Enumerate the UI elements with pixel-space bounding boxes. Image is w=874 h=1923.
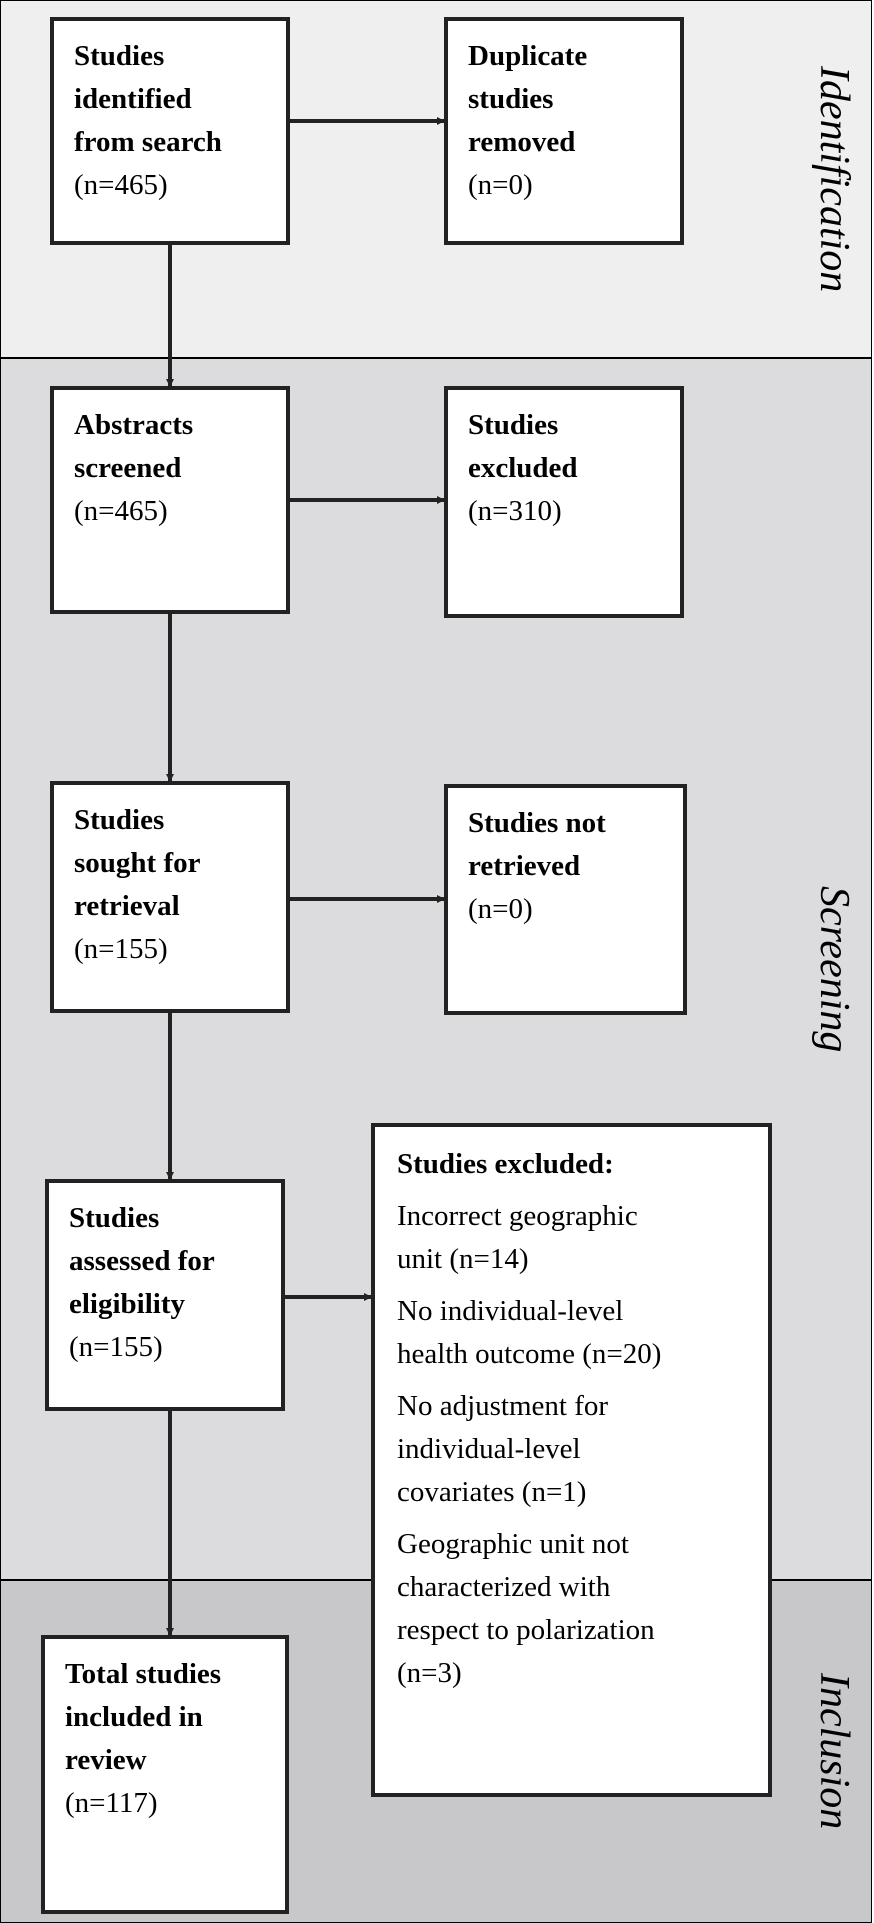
box-title-line: studies — [468, 83, 554, 115]
exclusion-line: covariates (n=1) — [397, 1476, 587, 1508]
exclusion-line: individual-level — [397, 1433, 581, 1465]
box-exclusion-reasons: Studies excluded: Incorrect geographic u… — [371, 1123, 772, 1797]
box-studies-sought: Studies sought for retrieval (n=155) — [50, 781, 290, 1013]
exclusion-reason: Geographic unit not characterized with r… — [397, 1523, 746, 1695]
box-studies-excluded-abstracts: Studies excluded (n=310) — [444, 386, 684, 618]
identification-label: Identification — [811, 65, 857, 293]
exclusion-reason: Incorrect geographic unit (n=14) — [397, 1195, 746, 1281]
box-title-line: retrieval — [74, 890, 180, 922]
box-title-line: Studies not — [468, 807, 606, 839]
exclusion-reason: No adjustment for individual-level covar… — [397, 1385, 746, 1514]
exclusion-line: Geographic unit not — [397, 1528, 629, 1560]
box-count: (n=0) — [468, 893, 533, 925]
box-title-line: Duplicate — [468, 40, 588, 72]
box-count: (n=310) — [468, 495, 562, 527]
exclusions-title: Studies excluded: — [397, 1148, 614, 1180]
exclusion-line: No individual-level — [397, 1295, 624, 1327]
box-title-line: removed — [468, 126, 576, 158]
identification-label-wrap: Identification — [804, 0, 864, 358]
box-title-line: from search — [74, 126, 222, 158]
box-title-line: retrieved — [468, 850, 581, 882]
box-studies-not-retrieved: Studies not retrieved (n=0) — [444, 784, 687, 1015]
box-title-line: assessed for — [69, 1245, 215, 1277]
screening-label-wrap: Screening — [804, 358, 864, 1580]
box-studies-identified: Studies identified from search (n=465) — [50, 17, 290, 245]
box-title-line: included in — [65, 1701, 203, 1733]
exclusion-line: No adjustment for — [397, 1390, 609, 1422]
box-count: (n=117) — [65, 1787, 158, 1819]
inclusion-label: Inclusion — [811, 1673, 857, 1830]
exclusion-reason: No individual-level health outcome (n=20… — [397, 1290, 746, 1376]
box-title-line: excluded — [468, 452, 578, 484]
box-title-line: Studies — [69, 1202, 160, 1234]
box-title-line: Studies — [468, 409, 559, 441]
box-count: (n=155) — [69, 1331, 163, 1363]
box-title-line: eligibility — [69, 1288, 185, 1320]
box-duplicates-removed: Duplicate studies removed (n=0) — [444, 17, 684, 245]
exclusion-line: unit (n=14) — [397, 1243, 529, 1275]
box-count: (n=465) — [74, 495, 168, 527]
screening-label: Screening — [811, 885, 857, 1053]
box-title-line: Abstracts — [74, 409, 194, 441]
box-title-line: Studies — [74, 40, 165, 72]
box-title-line: sought for — [74, 847, 201, 879]
inclusion-label-wrap: Inclusion — [804, 1580, 864, 1923]
box-title-line: screened — [74, 452, 182, 484]
box-studies-included: Total studies included in review (n=117) — [41, 1635, 289, 1914]
exclusion-line: Incorrect geographic — [397, 1200, 638, 1232]
box-studies-assessed: Studies assessed for eligibility (n=155) — [45, 1179, 285, 1411]
box-abstracts-screened: Abstracts screened (n=465) — [50, 386, 290, 614]
box-count: (n=155) — [74, 933, 168, 965]
box-title-line: Total studies — [65, 1658, 222, 1690]
exclusion-line: characterized with — [397, 1571, 611, 1603]
box-title-line: identified — [74, 83, 192, 115]
box-count: (n=0) — [468, 169, 533, 201]
box-title-line: Studies — [74, 804, 165, 836]
box-title-line: review — [65, 1744, 147, 1776]
exclusion-line: health outcome (n=20) — [397, 1338, 662, 1370]
box-count: (n=465) — [74, 169, 168, 201]
exclusion-line: respect to polarization — [397, 1614, 655, 1646]
exclusion-line: (n=3) — [397, 1657, 462, 1689]
